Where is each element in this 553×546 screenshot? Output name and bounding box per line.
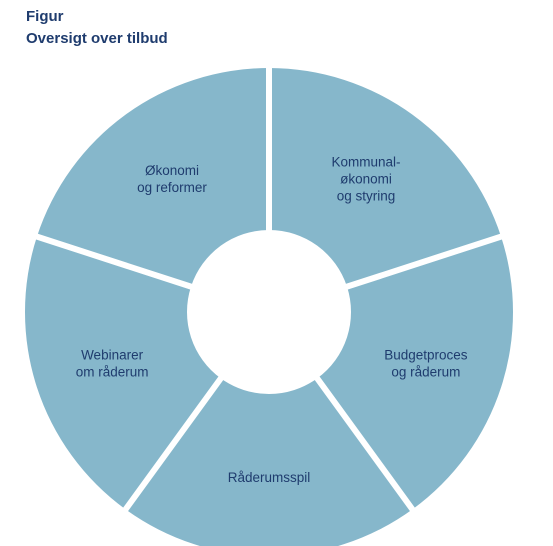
segment-label-line: økonomi (340, 172, 392, 187)
segment-separator (121, 374, 225, 513)
segment-label-line: og styring (337, 189, 396, 204)
segment-separator (34, 233, 194, 291)
segment-label-line: om råderum (76, 364, 149, 379)
segment-label-webinarer: Webinarer om råderum (76, 347, 149, 379)
segment-label-line: Råderumsspil (228, 470, 311, 485)
figure-title: Oversigt over tilbud (26, 30, 168, 47)
segment-oekonomi-reformer (36, 68, 269, 287)
segment-label-budgetproces: Budgetproces og råderum (384, 347, 468, 379)
segment-label-line: Webinarer (81, 347, 144, 362)
figure-kicker: Figur (26, 8, 64, 25)
segment-label-line: Kommunal- (331, 155, 400, 170)
segment-label-raaderumsspil: Råderumsspil (228, 470, 311, 485)
segment-separator (344, 233, 504, 291)
segment-label-line: Budgetproces (384, 347, 468, 362)
segment-kommunaloekonomi (269, 68, 502, 287)
figure-header: Figur Oversigt over tilbud (26, 6, 168, 50)
segment-label-line: og råderum (391, 364, 460, 379)
segment-label-line: og reformer (137, 180, 207, 195)
segment-label-oekonomi-reformer: Økonomi og reformer (137, 163, 207, 195)
segment-label-line: Økonomi (145, 163, 199, 178)
ring-segments (24, 66, 514, 546)
segment-raaderumsspil (125, 378, 413, 546)
segment-label-kommunaloekonomi: Kommunal-økonomi og styring (331, 155, 400, 204)
segment-separator (313, 374, 417, 513)
